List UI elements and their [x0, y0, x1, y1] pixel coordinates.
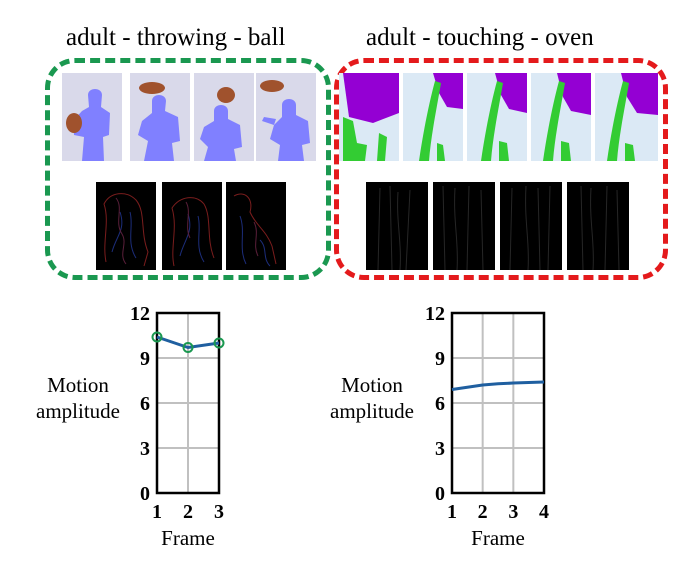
motion-map: [162, 182, 222, 270]
chart-right-ytick-label: 6: [435, 393, 445, 415]
ylabel-line: amplitude: [36, 399, 120, 423]
throwing-group-border: [45, 58, 331, 280]
chart-right-ytick-label: 0: [435, 483, 445, 505]
chart-right-ytick-label: 3: [435, 438, 445, 460]
motion-map: [96, 182, 156, 270]
chart-right-frame: [450, 311, 546, 495]
motion-map: [500, 182, 562, 270]
chart-left-ytick-label: 9: [140, 348, 150, 370]
chart-right-xlabel: Frame: [471, 526, 525, 550]
group-title-touching: adult - touching - oven: [366, 24, 594, 51]
chart-left-frame: [155, 311, 221, 495]
chart-left-ytick-label: 6: [140, 393, 150, 415]
segmentation-frame: [531, 73, 591, 161]
group-title-throwing: adult - throwing - ball: [66, 24, 286, 51]
segmentation-frame: [194, 73, 254, 161]
chart-left-point: [151, 331, 163, 343]
segmentation-frame: [256, 73, 316, 161]
chart-left-ytick-label: 3: [140, 438, 150, 460]
chart-right-ytick-label: 9: [435, 348, 445, 370]
ylabel-line: Motion: [47, 373, 109, 397]
segmentation-frame: [339, 73, 399, 161]
chart-left-xlabel: Frame: [161, 526, 215, 550]
motion-map: [433, 182, 495, 270]
segmentation-frame: [595, 73, 658, 161]
chart-right-series-line: [451, 380, 545, 391]
segmentation-frame: [467, 73, 527, 161]
chart-right-xtick-label: 2: [478, 501, 488, 523]
ylabel-line: amplitude: [330, 399, 414, 423]
chart-left-series-line: [156, 335, 220, 350]
chart-right-xtick-label: 4: [539, 501, 549, 523]
segmentation-frame: [130, 73, 190, 161]
chart-left-point: [213, 337, 225, 349]
chart-left-ytick-label: 12: [130, 303, 150, 325]
chart-left-point: [182, 342, 194, 353]
motion-map: [226, 182, 286, 270]
motion-map: [567, 182, 629, 270]
chart-left-xtick-label: 3: [214, 501, 224, 523]
touching-group-border: [334, 58, 668, 280]
ylabel-line: Motion: [341, 373, 403, 397]
chart-right-xtick-label: 1: [447, 501, 457, 523]
chart-left-xtick-label: 1: [152, 501, 162, 523]
chart-right-xtick-label: 3: [508, 501, 518, 523]
segmentation-frame: [62, 73, 122, 161]
chart-right-ytick-label: 12: [425, 303, 445, 325]
motion-map: [366, 182, 428, 270]
chart-left-xtick-label: 2: [183, 501, 193, 523]
segmentation-frame: [403, 73, 463, 161]
chart-left-ytick-label: 0: [140, 483, 150, 505]
